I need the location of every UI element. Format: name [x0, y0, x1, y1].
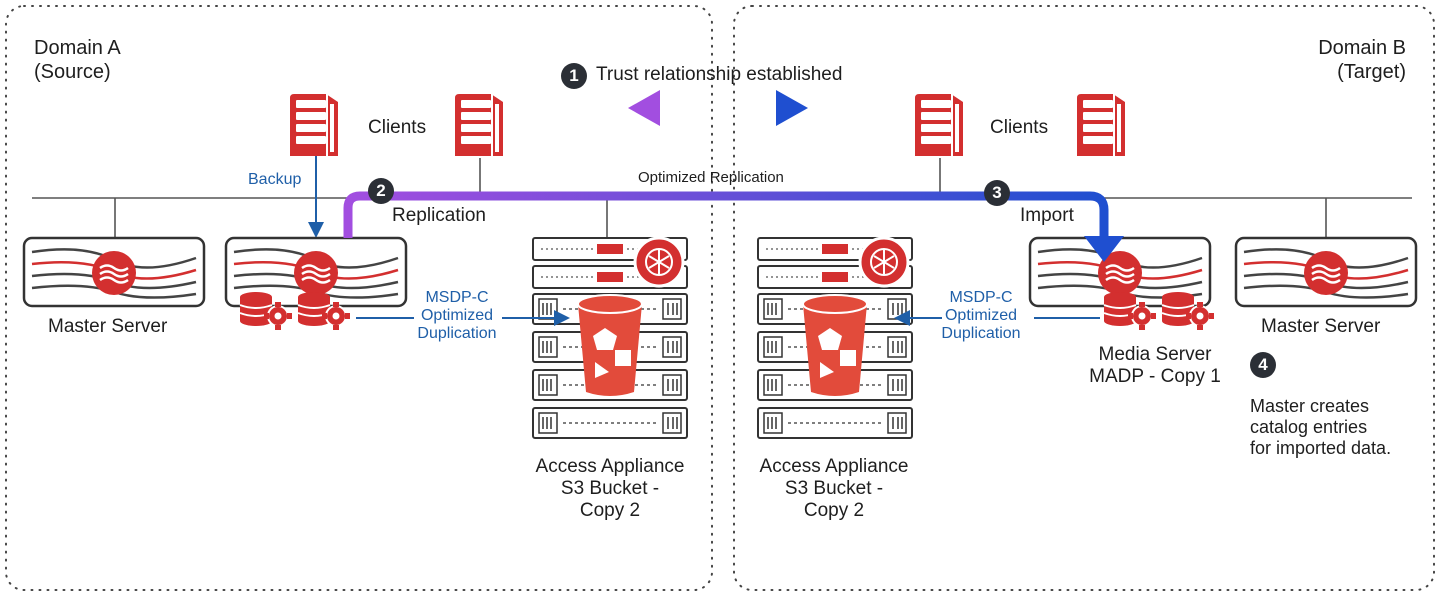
client-server-icon — [455, 94, 503, 156]
domain-a-role: (Source) — [34, 61, 111, 83]
appliance-a-line-3: Copy 2 — [579, 500, 641, 521]
msdp-label-b: MSDP-C Optimized Duplication — [928, 289, 1034, 343]
media-server-label: Media Server MADP - Copy 1 — [1080, 344, 1230, 388]
step-1-badge: 1 — [561, 63, 587, 89]
client-server-icon — [1077, 94, 1125, 156]
import-arrowhead — [1084, 236, 1124, 262]
msdp-b-line-3: Duplication — [941, 325, 1021, 342]
backup-label: Backup — [248, 171, 302, 188]
server-icon — [22, 236, 206, 308]
media-server-line-1: Media Server — [1098, 344, 1212, 365]
trust-arrow — [628, 90, 808, 126]
step-2-badge: 2 — [368, 178, 394, 204]
domain-a-name: Domain A — [34, 37, 121, 59]
msdp-a-line-3: Duplication — [417, 325, 497, 342]
domain-b-role: (Target) — [1337, 61, 1406, 83]
step-4-line-2: catalog entries — [1250, 417, 1368, 437]
step-4-label: Master creates catalog entries for impor… — [1250, 396, 1391, 459]
msdp-a-line-2: Optimized — [420, 307, 494, 324]
media-server-line-2: MADP - Copy 1 — [1089, 366, 1221, 387]
client-server-icon — [290, 94, 338, 156]
msdp-b-line-2: Optimized — [944, 307, 1018, 324]
client-server-icon — [915, 94, 963, 156]
appliance-a-line-1: Access Appliance — [535, 456, 685, 477]
msdp-a-line-1: MSDP-C — [425, 289, 489, 306]
domain-a-frame — [5, 5, 713, 591]
appliance-a-line-2: S3 Bucket - — [560, 478, 660, 499]
appliance-label-b: Access Appliance S3 Bucket - Copy 2 — [734, 456, 934, 522]
step-4-line-1: Master creates — [1250, 396, 1370, 416]
domain-b-title: Domain B (Target) — [1240, 36, 1406, 84]
appliance-b-line-2: S3 Bucket - — [784, 478, 884, 499]
replication-path — [343, 191, 1109, 238]
appliance-b-line-3: Copy 2 — [803, 500, 865, 521]
step-2-label: Replication — [392, 205, 486, 226]
master-server-label-a: Master Server — [48, 316, 168, 337]
domain-a-title: Domain A (Source) — [34, 36, 121, 84]
msdp-b-line-1: MSDP-C — [949, 289, 1013, 306]
appliance-b-line-1: Access Appliance — [759, 456, 909, 477]
msdp-label-a: MSDP-C Optimized Duplication — [404, 289, 510, 343]
server-icon — [1234, 236, 1418, 308]
appliance-icon — [533, 238, 687, 438]
clients-label-a: Clients — [368, 117, 427, 138]
master-server-label-b: Master Server — [1261, 316, 1381, 337]
appliance-label-a: Access Appliance S3 Bucket - Copy 2 — [510, 456, 710, 522]
step-1-label: Trust relationship established — [596, 64, 843, 85]
clients-label-b: Clients — [990, 117, 1049, 138]
step-3-label: Import — [1020, 205, 1074, 226]
domain-b-frame — [733, 5, 1435, 591]
step-4-badge: 4 — [1250, 352, 1276, 378]
step-4-line-3: for imported data. — [1250, 438, 1392, 458]
optimized-replication-label: Optimized Replication — [638, 169, 784, 186]
appliance-icon — [758, 238, 912, 438]
domain-b-name: Domain B — [1318, 37, 1406, 59]
step-3-badge: 3 — [984, 180, 1010, 206]
